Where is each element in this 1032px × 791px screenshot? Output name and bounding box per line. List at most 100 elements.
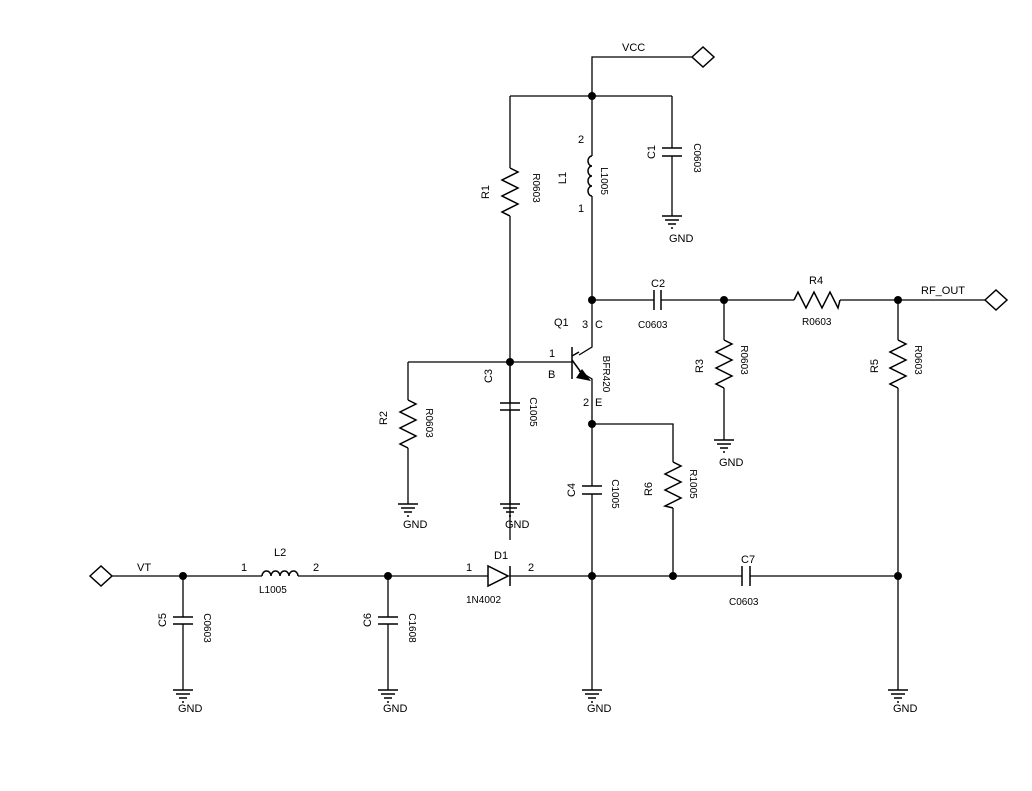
c5-ref: C5 (157, 613, 169, 627)
wire-r6-top (592, 423, 674, 462)
l2-ref: L2 (274, 547, 286, 559)
capacitor-icon (582, 485, 602, 495)
q1-ref: Q1 (554, 317, 569, 329)
gnd-r2: GND (398, 503, 428, 531)
ground-label: GND (893, 703, 918, 715)
junction-dot (720, 296, 728, 304)
q1-pin-e: 2 (583, 397, 589, 409)
q1-pin-c: 3 (582, 319, 588, 331)
c3-capacitor: C3 C1005 (483, 369, 538, 504)
c3-value: C1005 (527, 397, 538, 427)
r1-ref: R1 (480, 185, 492, 199)
capacitor-icon (653, 290, 662, 310)
gnd-c3: GND (500, 503, 530, 531)
vt-label: VT (137, 562, 151, 574)
l1-value: L1005 (598, 167, 609, 195)
junctions (179, 92, 902, 580)
vt-port: VT (88, 562, 151, 588)
q1-transistor: Q1 3 C 1 B 2 E BFR420 (548, 317, 611, 409)
r4-resistor: R4 R0603 (793, 275, 841, 328)
ground-label: GND (587, 703, 612, 715)
wire-vcc (591, 56, 692, 96)
resistor-icon (500, 167, 520, 217)
ground-icon (662, 215, 682, 229)
resistor-icon (714, 339, 734, 389)
q1-pin-b-name: B (548, 369, 555, 381)
r1-value: R0603 (530, 173, 541, 203)
ground-icon (500, 503, 520, 517)
c1-capacitor: C1 C0603 (646, 143, 702, 173)
l2-inductor: 1 2 L2 L1005 (241, 547, 319, 596)
r3-resistor: R3 R0603 (694, 339, 749, 389)
capacitor-icon (378, 616, 398, 625)
transistor-collector-line (571, 351, 580, 357)
junction-dot (588, 296, 596, 304)
gnd-c5: GND (173, 689, 203, 715)
c4-ref: C4 (566, 483, 578, 497)
ground-icon (173, 689, 193, 703)
junction-dot (894, 572, 902, 580)
rf-out-label: RF_OUT (921, 285, 965, 297)
ground-icon (714, 439, 734, 453)
d1-diode: 1 2 D1 1N4002 (466, 550, 534, 606)
r6-resistor: R6 R1005 (643, 461, 698, 509)
capacitor-icon (662, 147, 682, 157)
inductor-icon (261, 570, 299, 577)
c1-value: C0603 (691, 143, 702, 173)
ground-label: GND (383, 703, 408, 715)
l1-ref: L1 (557, 172, 569, 184)
junction-dot (384, 572, 392, 580)
c6-ref: C6 (362, 613, 374, 627)
c4-capacitor: C4 C1005 (566, 479, 620, 509)
gnd-c1: GND (662, 215, 694, 245)
q1-value: BFR420 (600, 356, 611, 393)
port-diamond-icon (88, 564, 114, 588)
l2-value: L1005 (259, 585, 287, 596)
q1-pin-e-name: E (595, 397, 602, 409)
emitter-arrow-icon (576, 369, 591, 381)
c2-capacitor: C2 C0603 (638, 278, 668, 331)
r4-value: R0603 (802, 317, 832, 328)
c5-value: C0603 (201, 613, 212, 643)
r2-ref: R2 (378, 411, 390, 425)
resistor-icon (793, 290, 841, 311)
junction-dot (506, 358, 514, 366)
ground-label: GND (178, 703, 203, 715)
ground-icon (398, 503, 418, 517)
r2-resistor: R2 R0603 (378, 399, 434, 449)
r3-value: R0603 (738, 345, 749, 375)
diode-icon (487, 564, 511, 588)
r4-ref: R4 (809, 275, 823, 287)
port-diamond-icon (983, 288, 1009, 312)
wire-collector (578, 300, 593, 356)
d1-ref: D1 (494, 550, 508, 562)
junction-dot (179, 572, 187, 580)
c3-ref: C3 (483, 369, 495, 383)
ground-label: GND (719, 457, 744, 469)
ground-label: GND (505, 519, 530, 531)
l2-pin-right: 2 (313, 562, 319, 574)
c4-value: C1005 (609, 479, 620, 509)
l1-pin-bottom: 1 (578, 203, 584, 215)
d1-value: 1N4002 (466, 595, 501, 606)
gnd-c6: GND (378, 689, 408, 715)
vcc-label: VCC (622, 42, 645, 54)
resistor-icon (662, 461, 683, 509)
c7-capacitor: C7 C0603 (729, 554, 759, 608)
gnd-right: GND (888, 689, 918, 715)
r5-ref: R5 (869, 359, 881, 373)
resistor-icon (398, 399, 418, 449)
gnd-mid: GND (582, 689, 612, 715)
r3-ref: R3 (694, 359, 706, 373)
c7-ref: C7 (741, 554, 755, 566)
q1-pin-c-name: C (595, 319, 603, 331)
ground-label: GND (403, 519, 428, 531)
l2-pin-left: 1 (241, 562, 247, 574)
r6-ref: R6 (643, 482, 655, 496)
r1-resistor: R1 R0603 (480, 167, 541, 217)
r5-resistor: R5 R0603 (869, 339, 923, 389)
c7-value: C0603 (729, 597, 759, 608)
junction-dot (588, 92, 596, 100)
rf-out-port: RF_OUT (921, 285, 1009, 312)
r2-value: R0603 (423, 408, 434, 438)
